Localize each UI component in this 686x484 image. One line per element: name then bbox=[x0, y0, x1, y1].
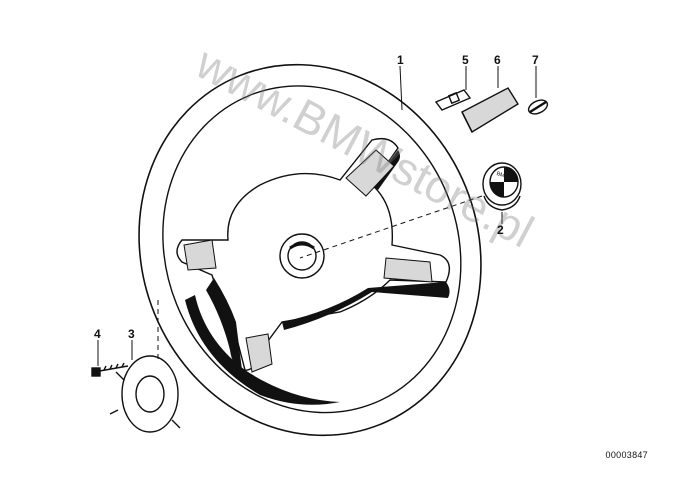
spoke-pads bbox=[183, 149, 433, 373]
callout-4: 4 bbox=[94, 327, 101, 341]
contact-ring-part bbox=[109, 355, 181, 433]
steering-wheel-rim bbox=[138, 63, 482, 437]
callout-1: 1 bbox=[397, 53, 404, 67]
hub-opening bbox=[279, 233, 325, 279]
horn-pad-part bbox=[461, 87, 519, 133]
leader-lines bbox=[97, 65, 537, 366]
callout-2: 2 bbox=[497, 223, 504, 237]
cap-part bbox=[527, 99, 549, 115]
screw-part bbox=[91, 362, 129, 377]
diagram-number: 00003847 bbox=[605, 450, 648, 460]
callout-5: 5 bbox=[462, 53, 469, 67]
callout-3: 3 bbox=[128, 327, 135, 341]
callout-7: 7 bbox=[532, 53, 539, 67]
emblem-text: BMW bbox=[496, 171, 511, 181]
bmw-emblem-part bbox=[482, 162, 522, 211]
steering-wheel-hub bbox=[176, 137, 451, 371]
switch-part bbox=[434, 89, 472, 111]
rim-shadow bbox=[185, 295, 340, 405]
callout-6: 6 bbox=[494, 53, 501, 67]
